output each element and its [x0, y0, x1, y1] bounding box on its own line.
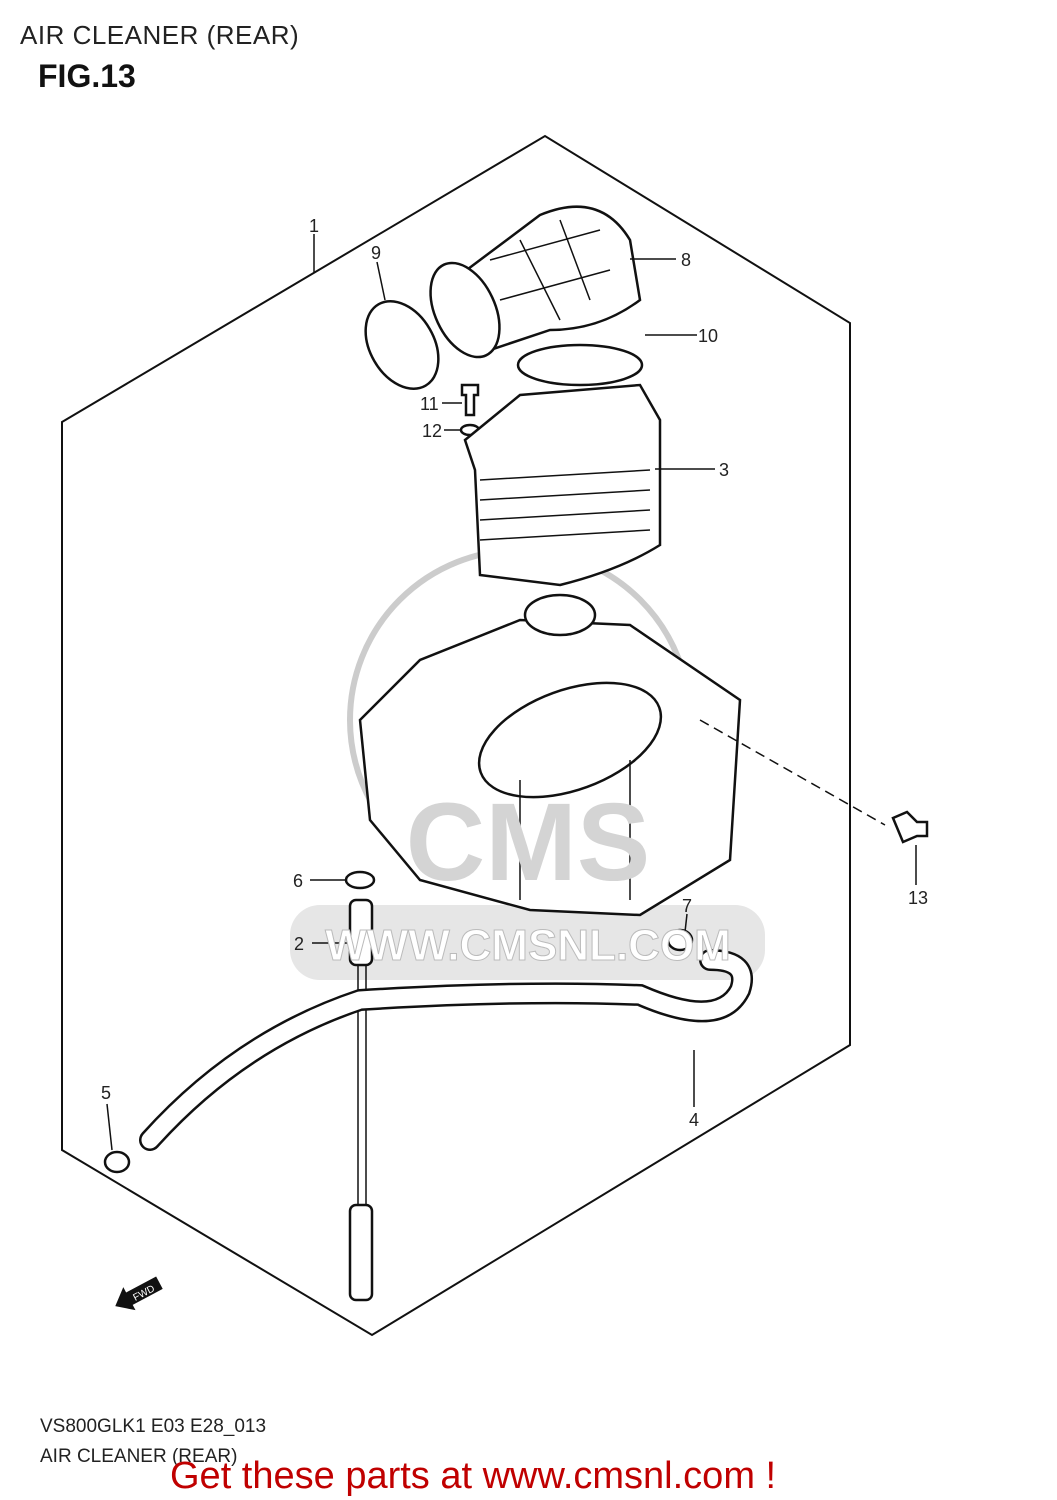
part-clip-6[interactable]	[344, 870, 376, 890]
part-hose-4[interactable]	[139, 949, 753, 1151]
part-band-10[interactable]	[516, 343, 644, 387]
callout-1[interactable]: 1	[309, 216, 319, 236]
part-clamp-9[interactable]	[351, 288, 453, 401]
assembly-boundary	[61, 134, 851, 1337]
callout-7[interactable]: 7	[682, 896, 692, 916]
callout-11[interactable]: 11	[420, 394, 439, 414]
part-screw-11[interactable]	[460, 383, 480, 417]
watermark-url: WWW.CMSNL.COM	[325, 921, 731, 970]
part-element-3[interactable]	[463, 383, 662, 587]
callout-10[interactable]: 10	[698, 326, 718, 346]
callout-2[interactable]: 2	[294, 934, 304, 954]
page-title: AIR CLEANER (REAR)	[20, 20, 300, 50]
callout-3[interactable]: 3	[719, 460, 729, 480]
callout-12[interactable]: 12	[422, 421, 442, 441]
part-intake-boot-8[interactable]	[417, 205, 642, 368]
callout-4[interactable]: 4	[689, 1110, 699, 1130]
callout-5[interactable]: 5	[101, 1083, 111, 1103]
diagram-subtitle: AIR CLEANER (REAR)	[40, 1446, 238, 1467]
promo-link[interactable]: Get these parts at www.cmsnl.com !	[170, 1455, 777, 1497]
callout-9[interactable]: 9	[371, 243, 381, 263]
fwd-arrow-icon: FWD	[115, 1276, 163, 1311]
callout-6[interactable]: 6	[293, 871, 303, 891]
diagram-code: VS800GLK1 E03 E28_013	[40, 1416, 267, 1437]
watermark-text: CMS	[406, 781, 650, 904]
part-bolt-13[interactable]	[891, 810, 929, 844]
figure-number: FIG.13	[38, 58, 136, 94]
callout-13[interactable]: 13	[908, 888, 928, 908]
air-cleaner-case	[358, 593, 742, 917]
fwd-label: FWD	[132, 1283, 157, 1303]
part-clamp-7[interactable]	[666, 928, 694, 952]
watermark-lettering: CMS WWW.CMSNL.COM	[325, 781, 732, 971]
part-clip-5[interactable]	[103, 1150, 131, 1174]
leader-lines	[106, 234, 917, 1151]
callout-8[interactable]: 8	[681, 250, 691, 270]
